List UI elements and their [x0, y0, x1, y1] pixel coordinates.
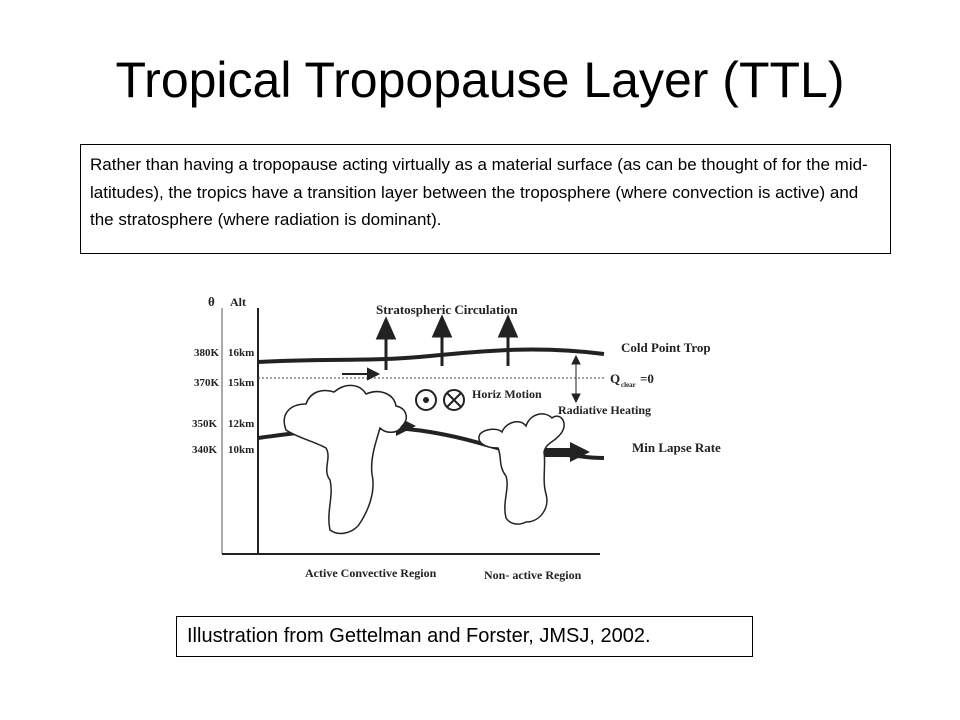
- level-alt-15: 15km: [228, 377, 254, 389]
- level-theta-370: 370K: [194, 377, 220, 389]
- radiative-heating-arrow: [571, 354, 581, 404]
- active-convective-cloud: [283, 384, 407, 535]
- theta-header: θ: [208, 294, 215, 309]
- slide-title: Tropical Tropopause Layer (TTL): [115, 52, 845, 108]
- level-theta-350: 350K: [192, 418, 218, 430]
- level-alt-10: 10km: [228, 444, 254, 456]
- alt-header: Alt: [230, 295, 246, 309]
- cold-point-trop-line: [257, 347, 605, 364]
- ttl-diagram-svg: θ Alt 380K 16km 370K 15km 350K 12km 340K…: [192, 294, 721, 582]
- stratospheric-circulation-label: Stratospheric Circulation: [376, 302, 518, 317]
- active-region-label: Active Convective Region: [305, 566, 437, 580]
- level-alt-16: 16km: [228, 347, 254, 359]
- level-alt-12: 12km: [228, 418, 254, 430]
- min-lapse-rate-label: Min Lapse Rate: [632, 440, 721, 455]
- cold-point-trop-label: Cold Point Trop: [621, 340, 711, 355]
- horiz-arrow-small: [342, 367, 381, 381]
- horiz-motion-symbols: [415, 389, 465, 411]
- horiz-motion-label: Horiz Motion: [472, 387, 542, 401]
- q-clear-q: Q: [610, 371, 620, 386]
- level-theta-380: 380K: [194, 347, 220, 359]
- nonactive-region-label: Non- active Region: [484, 568, 582, 582]
- level-theta-340: 340K: [192, 444, 218, 456]
- radiative-heating-label: Radiative Heating: [558, 403, 651, 417]
- description-box: Rather than having a tropopause acting v…: [80, 144, 891, 254]
- horiz-arrow-large-right: [536, 442, 590, 462]
- q-clear-val: =0: [640, 371, 654, 386]
- q-clear-sub: clear: [621, 381, 636, 389]
- upward-arrows: [375, 314, 519, 370]
- ttl-diagram: θ Alt 380K 16km 370K 15km 350K 12km 340K…: [180, 282, 740, 592]
- non-active-cloud: [478, 413, 565, 525]
- credit-box: Illustration from Gettelman and Forster,…: [176, 616, 753, 657]
